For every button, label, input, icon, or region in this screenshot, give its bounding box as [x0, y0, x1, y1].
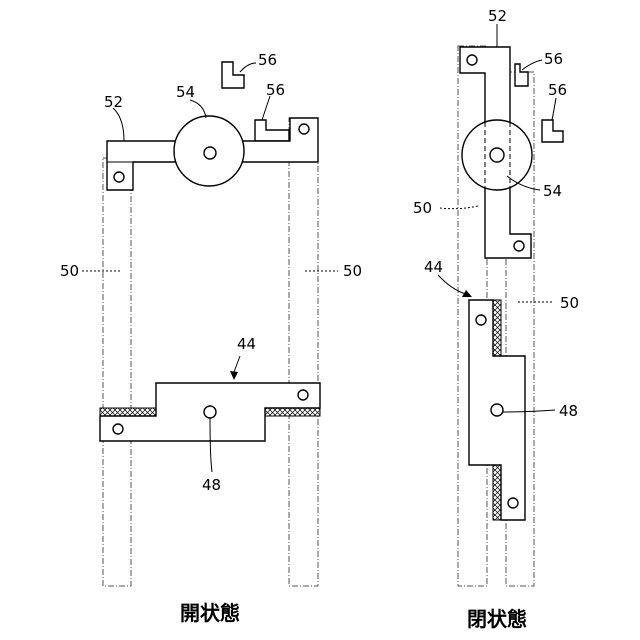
left-member-44-hole-right: [298, 390, 308, 400]
right-leader-44: [438, 275, 466, 294]
left-label-54: 54: [176, 83, 195, 101]
left-label-56b: 56: [266, 81, 285, 99]
right-hatch-lower: [493, 465, 501, 520]
right-member-52-hole-top: [467, 55, 477, 65]
right-view: 52 56 56 54 50 44 50 48 閉状態: [413, 7, 579, 631]
left-caption: 開状態: [180, 601, 240, 625]
right-label-52: 52: [488, 7, 507, 25]
left-leader-44: [234, 356, 240, 372]
right-leader-50a: [440, 206, 478, 209]
right-leader-56a: [522, 60, 542, 70]
left-hatch-right: [265, 408, 320, 416]
right-member-44-hole-center: [491, 404, 503, 416]
left-label-50b: 50: [343, 262, 362, 280]
right-leader-56b: [552, 98, 556, 120]
left-pulley-axle: [204, 147, 216, 159]
right-label-56a: 56: [544, 50, 563, 68]
right-label-50a: 50: [413, 199, 432, 217]
left-label-52: 52: [104, 93, 123, 111]
left-rail-left: [103, 158, 131, 586]
right-label-54: 54: [543, 182, 562, 200]
left-stopper-56-lower: [255, 120, 289, 141]
right-stopper-56-lower: [542, 120, 563, 142]
left-leader-54: [190, 100, 206, 118]
left-rail-right: [289, 118, 318, 586]
right-label-50b: 50: [560, 294, 579, 312]
left-leader-52: [113, 108, 124, 141]
left-member-44-hole-center: [204, 406, 216, 418]
right-member-44-hole-top: [476, 315, 486, 325]
left-stopper-56-upper: [222, 62, 244, 88]
right-member-52-hole-bottom: [514, 241, 524, 251]
left-label-48: 48: [202, 476, 221, 494]
left-hatch-left: [100, 408, 156, 416]
right-pulley-axle: [490, 148, 504, 162]
left-leader-44-arrow: [230, 371, 238, 380]
right-label-56b: 56: [548, 81, 567, 99]
left-label-56a: 56: [258, 51, 277, 69]
left-member-52-hole-right: [299, 124, 309, 134]
left-view: 52 54 56 56 50 50 44 48 開状態: [60, 51, 362, 625]
right-hatch-upper: [493, 300, 501, 356]
right-caption: 閉状態: [467, 607, 527, 631]
left-label-44: 44: [237, 335, 256, 353]
left-leader-56b: [262, 96, 270, 120]
left-member-52-hole-left: [114, 172, 124, 182]
left-label-50a: 50: [60, 262, 79, 280]
right-label-44: 44: [424, 258, 443, 276]
left-leader-56a: [240, 63, 256, 72]
right-label-48: 48: [559, 402, 578, 420]
left-member-44-hole-left: [113, 424, 123, 434]
right-member-44-hole-bottom: [508, 498, 518, 508]
